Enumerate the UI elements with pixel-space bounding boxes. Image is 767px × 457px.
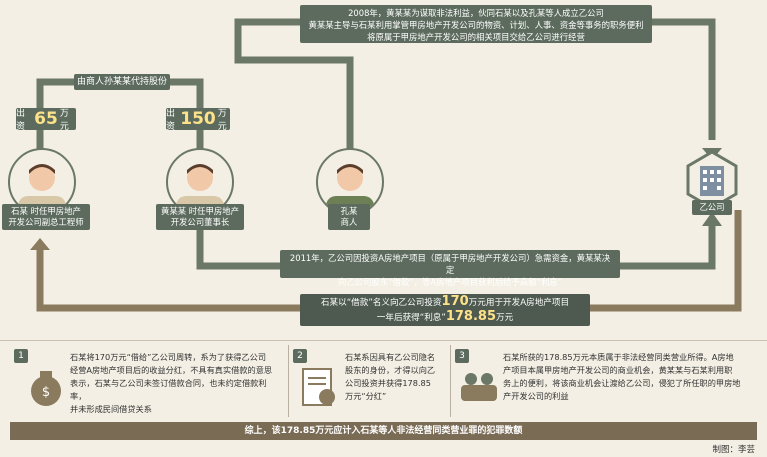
note-2-text: 石某系因具有乙公司隐名 股东的身份，才得以向乙 公司投资并获得178.85 万元… xyxy=(345,351,435,403)
loan-amount1: 170 xyxy=(441,294,469,309)
invest-left: 出资 65 万元 xyxy=(16,108,76,132)
handshake-icon xyxy=(461,373,497,401)
note-1-line4: 并未形成民间借贷关系 xyxy=(70,404,152,414)
note-2-line4: 万元“分红” xyxy=(345,391,387,401)
note-3-text: 石某所获的178.85万元本质属于非法经营同类营业所得。A房地 产项目本属甲房地… xyxy=(503,351,740,403)
loan-line2-suf: 万元 xyxy=(496,313,514,323)
note-2-line2: 股东的身份，才得以向乙 xyxy=(345,365,436,375)
loan-pre: 石某以“借款”名义向乙公司投资 xyxy=(320,298,442,308)
svg-text:$: $ xyxy=(42,385,50,400)
note-3: 3 石某所获的178.85万元本质属于非法经营同类营业所得。A房地 产项目本属甲… xyxy=(450,345,761,417)
note-3-line1: 石某所获的178.85万元本质属于非法经营同类营业所得。A房地 xyxy=(503,352,734,362)
note-2-line3: 公司投资并获得178.85 xyxy=(345,378,431,388)
invest-left-amount: 65 xyxy=(34,109,58,129)
note-3-line3: 务上的便利，将该商业机会让渡给乙公司，侵犯了所任职的甲房地 xyxy=(503,378,741,388)
note-2: 2 石某系因具有乙公司隐名 股东的身份，才得以向乙 公司投资并获得178.85 … xyxy=(288,345,451,417)
loan-mid: 万元用于开发A房地产项目 xyxy=(468,298,570,308)
note-3-line4: 产开发公司的利益 xyxy=(503,391,569,401)
top-banner-line2: 黄某某主导与石某利用掌管甲房地产开发公司的物资、计划、人事、资金等事务的职务便利 xyxy=(308,20,644,30)
loan-banner-line1: 石某以“借款”名义向乙公司投资170万元用于开发A房地产项目 xyxy=(306,295,584,310)
section-divider xyxy=(0,340,767,341)
loan-line2-pre: 一年后获得“利息” xyxy=(376,313,446,323)
invest-left-suffix: 万元 xyxy=(59,109,69,132)
mid-banner: 2011年，乙公司因投资A房地产项目（原属于甲房地产开发公司）急需资金，黄某某决… xyxy=(280,250,620,287)
loan-banner-line2: 一年后获得“利息”178.85万元 xyxy=(306,310,584,325)
person-shi-line1: 石某 时任甲房地产 xyxy=(11,206,81,216)
top-banner-line1: 2008年，黄某某为谋取非法利益，伙同石某以及孔某等人成立乙公司 xyxy=(348,8,604,18)
note-2-number: 2 xyxy=(293,349,307,363)
person-huang-label: 黄某某 时任甲房地产 开发公司董事长 xyxy=(156,204,244,230)
person-huang-line1: 黄某某 时任甲房地产 xyxy=(160,206,240,216)
note-3-number: 3 xyxy=(455,349,469,363)
credit-text: 制图：李芸 xyxy=(712,445,755,455)
note-1-line3: 表示，石某与乙公司未签订借款合同，也未约定借款利率， xyxy=(70,378,267,401)
company-icon xyxy=(686,150,738,210)
note-3-line2: 产项目本属甲房地产开发公司的商业机会，黄某某与石某利用职 xyxy=(503,365,733,375)
top-banner-line3: 将原属于甲房地产开发公司的相关项目交给乙公司进行经营 xyxy=(367,32,585,42)
conclusion-bar: 综上，该178.85万元应计入石某等人非法经营同类营业罪的犯罪数额 xyxy=(10,422,757,440)
mid-banner-line1: 2011年，乙公司因投资A房地产项目（原属于甲房地产开发公司）急需资金，黄某某决… xyxy=(289,253,611,275)
person-kong-line2: 商人 xyxy=(340,217,358,227)
invest-mid: 出资 150 万元 xyxy=(166,108,230,132)
money-bag-icon: $ xyxy=(31,371,61,406)
loan-amount2: 178.85 xyxy=(445,309,497,324)
top-banner: 2008年，黄某某为谋取非法利益，伙同石某以及孔某等人成立乙公司 黄某某主导与石… xyxy=(300,5,652,43)
person-huang-line2: 开发公司董事长 xyxy=(170,217,230,227)
note-2-line1: 石某系因具有乙公司隐名 xyxy=(345,352,436,362)
document-icon xyxy=(302,368,335,406)
invest-mid-suffix: 万元 xyxy=(217,109,227,132)
company-label: 乙公司 xyxy=(692,200,732,215)
loan-banner: 石某以“借款”名义向乙公司投资170万元用于开发A房地产项目 一年后获得“利息”… xyxy=(300,294,590,326)
person-kong-line1: 孔某 xyxy=(340,206,358,216)
person-shi-line2: 开发公司副总工程师 xyxy=(8,217,84,227)
note-1-line1: 石某将170万元“借给”乙公司周转，系为了获得乙公司 xyxy=(70,352,267,362)
person-kong-label: 孔某 商人 xyxy=(328,204,370,230)
invest-left-prefix: 出资 xyxy=(16,109,26,132)
mid-banner-line2: 向乙公司股东“借款”，等A房地产项目获利后给予高额“利息” xyxy=(337,277,563,287)
note-1-text: 石某将170万元“借给”乙公司周转，系为了获得乙公司 经营A房地产项目后的收益分… xyxy=(70,351,280,416)
note-1: 1 $ 石某将170万元“借给”乙公司周转，系为了获得乙公司 经营A房地产项目后… xyxy=(10,345,280,417)
person-shi-label: 石某 时任甲房地产 开发公司副总工程师 xyxy=(2,204,90,230)
proxy-label: 由商人孙某某代持股份 xyxy=(74,74,170,90)
note-1-line2: 经营A房地产项目后的收益分红，不具有真实借款的意思 xyxy=(70,365,273,375)
invest-mid-amount: 150 xyxy=(180,109,216,129)
invest-mid-prefix: 出资 xyxy=(166,109,176,132)
note-1-number: 1 xyxy=(14,349,28,363)
